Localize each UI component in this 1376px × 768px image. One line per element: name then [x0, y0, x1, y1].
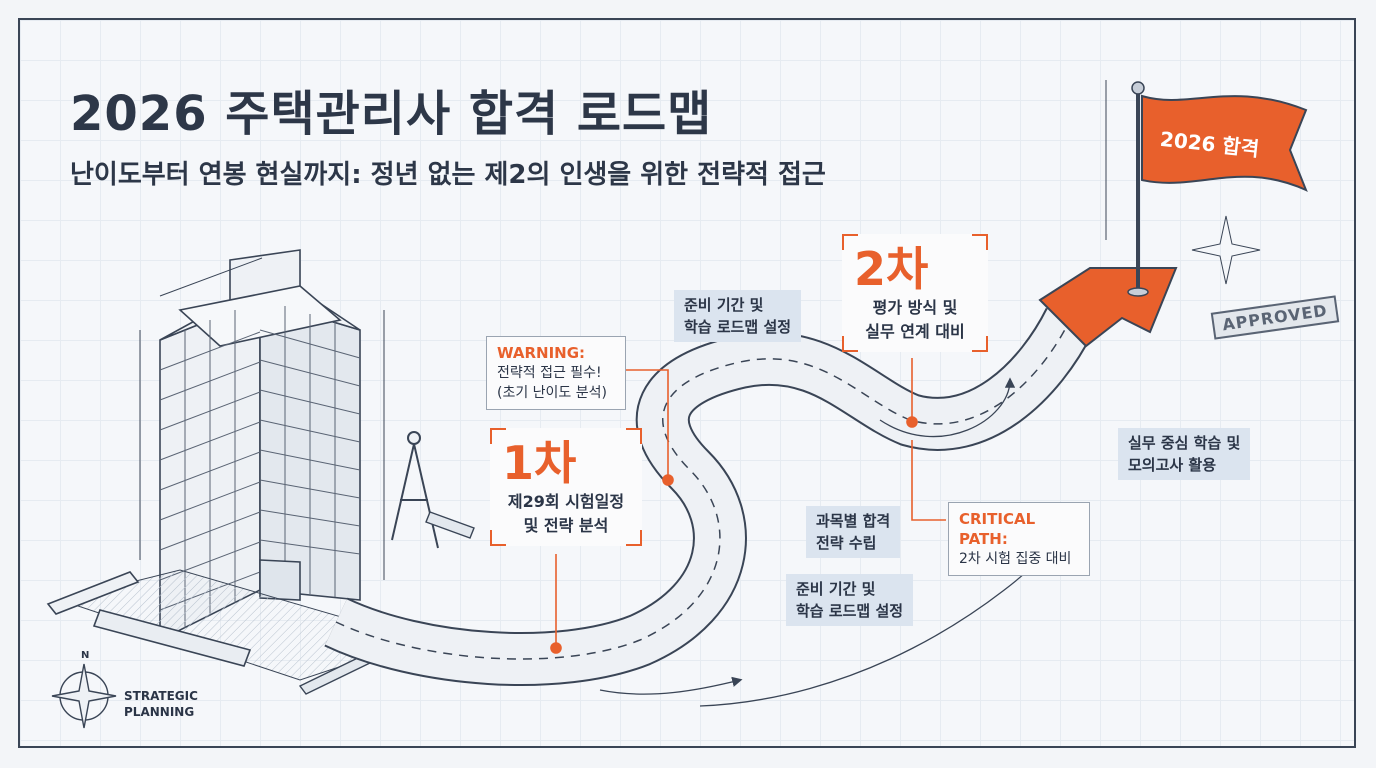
- corner-mark: [972, 234, 988, 250]
- corner-mark: [842, 234, 858, 250]
- tag-line: 전략 수립: [816, 534, 877, 552]
- tag-prep-top: 준비 기간 및 학습 로드맵 설정: [674, 290, 802, 342]
- tag-line: 모의고사 활용: [1128, 456, 1217, 474]
- stage-1-number: 1차: [502, 436, 577, 490]
- corner-mark: [490, 428, 506, 444]
- corner-mark: [626, 428, 642, 444]
- tag-line: 과목별 합격: [816, 512, 891, 530]
- critical-line1: 2차 시험 집중 대비: [959, 551, 1072, 567]
- stage-1-card: 1차 제29회 시험일정 및 전략 분석: [490, 428, 642, 546]
- tag-practice: 실무 중심 학습 및 모의고사 활용: [1118, 428, 1251, 480]
- tag-line: 실무 중심 학습 및: [1128, 434, 1241, 452]
- stage-1-line2: 및 전략 분석: [523, 516, 609, 535]
- corner-mark: [626, 530, 642, 546]
- stage-1-line1: 제29회 시험일정: [507, 492, 625, 511]
- warning-line2: (초기 난이도 분석): [497, 385, 607, 401]
- goal-flag: [1105, 80, 1308, 297]
- tag-prep-bottom: 준비 기간 및 학습 로드맵 설정: [786, 574, 914, 626]
- stage-2-card: 2차 평가 방식 및 실무 연계 대비: [842, 234, 988, 352]
- callout-leaders: [550, 358, 946, 654]
- drafting-compass: [298, 431, 475, 695]
- corner-mark: [972, 336, 988, 352]
- stage-2-line2: 실무 연계 대비: [865, 322, 965, 341]
- apartment-building: [46, 249, 422, 681]
- tag-line: 학습 로드맵 설정: [796, 602, 904, 620]
- warning-note: WARNING: 전략적 접근 필수! (초기 난이도 분석): [486, 336, 626, 410]
- warning-line1: 전략적 접근 필수!: [497, 365, 602, 381]
- tag-subject-strategy: 과목별 합격 전략 수립: [806, 506, 901, 558]
- stage-2-line1: 평가 방식 및: [872, 298, 958, 317]
- corner-mark: [490, 530, 506, 546]
- corner-mark: [842, 336, 858, 352]
- warning-head: WARNING:: [497, 344, 586, 362]
- brand-line2: PLANNING: [124, 705, 195, 719]
- critical-head: CRITICAL PATH:: [959, 510, 1036, 548]
- tag-line: 학습 로드맵 설정: [684, 318, 792, 336]
- page-title: 2026 주택관리사 합격 로드맵: [70, 86, 713, 142]
- critical-path-note: CRITICAL PATH: 2차 시험 집중 대비: [948, 502, 1090, 576]
- north-label: N: [81, 650, 90, 661]
- brand-line1: STRATEGIC: [124, 689, 198, 703]
- stage-2-number: 2차: [854, 242, 929, 296]
- page-subtitle: 난이도부터 연봉 현실까지: 정년 없는 제2의 인생을 위한 전략적 접근: [70, 160, 826, 190]
- compass-rose-icon: [51, 663, 117, 729]
- tag-line: 준비 기간 및: [796, 580, 876, 598]
- brand-label: STRATEGIC PLANNING: [124, 688, 198, 720]
- winding-road: [324, 267, 1178, 707]
- tag-line: 준비 기간 및: [684, 296, 764, 314]
